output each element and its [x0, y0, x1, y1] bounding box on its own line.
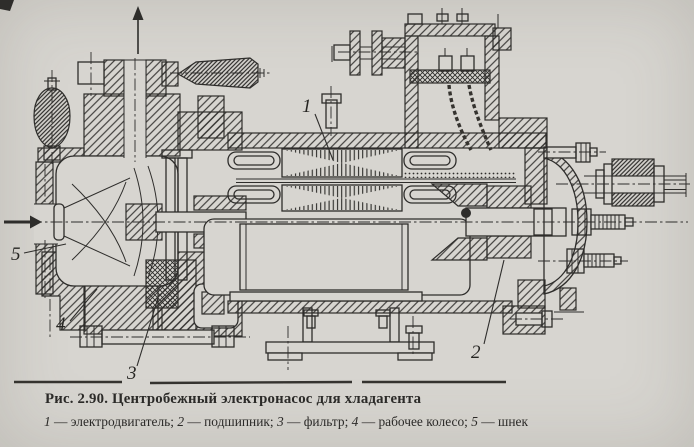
callout-4: 4 [56, 314, 66, 335]
legend-item-term: — фильтр; [283, 414, 352, 429]
outlet-flow-arrow [132, 6, 144, 54]
legend-item: 2 — подшипник; [177, 414, 277, 429]
legend-item: 3 — фильтр; [277, 414, 352, 429]
output-shaft [584, 158, 687, 207]
legend-item-number: 2 [177, 414, 185, 429]
callout-1: 1 [302, 96, 312, 117]
legend-item: 5 — шнек [471, 414, 528, 429]
rear-bracket [502, 279, 553, 335]
callout-2: 2 [471, 342, 481, 363]
cable-connector [331, 30, 406, 76]
motor-stator [227, 148, 516, 212]
legend-item-term: — шнек [477, 414, 528, 429]
centerlines [30, 51, 690, 370]
legend-item-number: 5 [471, 414, 478, 429]
seal-housing-stud [321, 93, 342, 129]
legend-item-number: 1 [44, 414, 51, 429]
legend-item-number: 3 [276, 414, 284, 429]
legend-item-number: 4 [351, 414, 359, 429]
callouts: 1 2 3 4 5 [11, 96, 505, 384]
mounting-feet [265, 307, 435, 361]
legend-item-term: — рабочее колесо; [358, 414, 472, 429]
legend-item-term: — электродвигатель; [50, 414, 178, 429]
terminal-box [404, 8, 548, 205]
callout-3: 3 [126, 363, 137, 384]
legend-item-term: — подшипник; [184, 414, 277, 429]
callout-5: 5 [11, 244, 21, 265]
figure-legend: 1 — электродвигатель; 2 — подшипник; 3 —… [44, 414, 528, 430]
figure-caption: Рис. 2.90. Центробежный электронасос для… [45, 391, 422, 407]
legend-item: 4 — рабочее колесо; [352, 414, 472, 429]
legend-item: 1 — электродвигатель; [44, 414, 177, 429]
paper-artifacts [0, 0, 506, 385]
motor-rotor [203, 218, 471, 302]
